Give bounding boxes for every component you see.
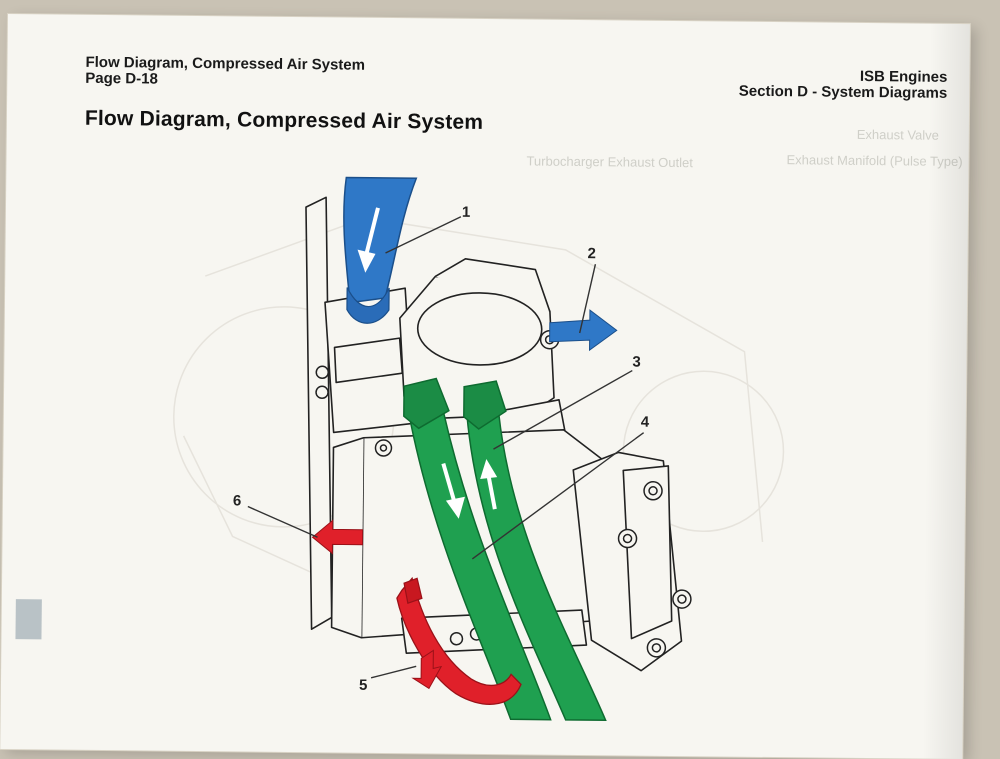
intake-flow-arrow <box>363 207 380 259</box>
coolant-out-arrow <box>441 463 457 505</box>
coolant-fitting-left <box>403 377 450 430</box>
callout-1: 1 <box>462 204 471 221</box>
manual-page: Flow Diagram, Compressed Air System Page… <box>0 14 970 759</box>
callout-6: 6 <box>233 492 242 509</box>
air-intake-hose <box>343 176 418 324</box>
callout-leaders <box>247 216 645 679</box>
coolant-in-arrow <box>486 473 497 510</box>
oil-flow-arrow <box>411 649 443 690</box>
compressor-diagram: 1 2 3 4 5 6 <box>173 176 785 722</box>
callout-5: 5 <box>359 677 368 694</box>
oil-drain-arrow <box>311 519 364 555</box>
coolant-fitting-right <box>463 380 507 430</box>
coolant-lines <box>403 377 607 722</box>
callout-4: 4 <box>641 414 650 431</box>
callout-2: 2 <box>587 245 596 262</box>
air-discharge-arrow <box>549 309 618 352</box>
intake-flow-arrowhead <box>357 249 376 273</box>
oil-supply-line <box>396 576 522 705</box>
compressor-bolts <box>315 329 692 658</box>
callout-3: 3 <box>632 354 641 371</box>
